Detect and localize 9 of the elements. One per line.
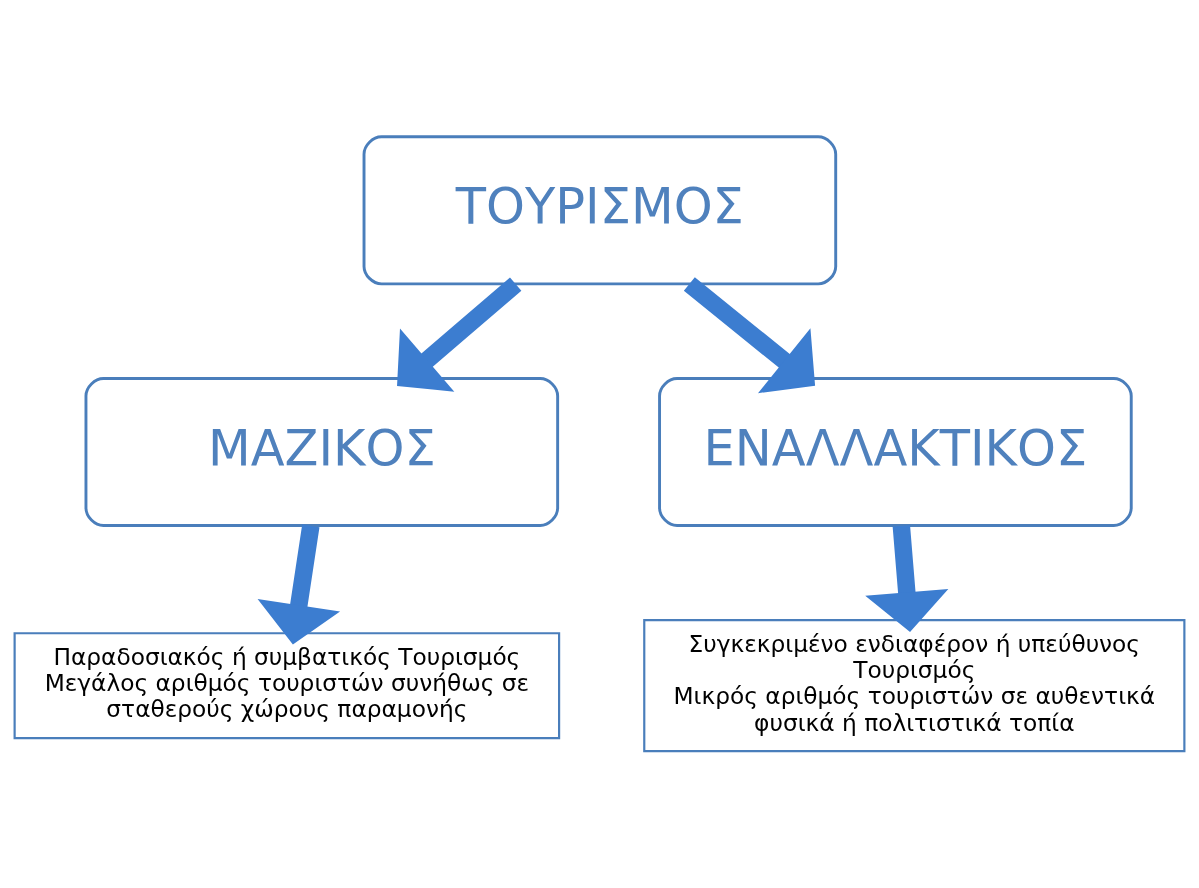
node-box: Παραδοσιακός ή συμβατικός Τουρισμός Μεγάλος αριθμός τουριστών συνήθως σε σταθερούς χώρους παραμονής bbox=[13, 632, 561, 740]
arrow bbox=[397, 277, 522, 392]
arrow bbox=[257, 524, 341, 645]
arrow bbox=[683, 277, 816, 394]
node-box: Συγκεκριμένο ενδιαφέρον ή υπεύθυνος Τουρισμός Μικρός αριθμός τουριστών σε αυθεντικά φυσικά ή πολιτιστικά τοπία bbox=[643, 619, 1186, 753]
node-box: ΜΑΖΙΚΟΣ bbox=[84, 377, 560, 527]
arrow bbox=[865, 525, 949, 632]
node-box: ΤΟΥΡΙΣΜΟΣ bbox=[362, 135, 838, 286]
node-box: ΕΝΑΛΛΑΚΤΙΚΟΣ bbox=[658, 377, 1133, 527]
